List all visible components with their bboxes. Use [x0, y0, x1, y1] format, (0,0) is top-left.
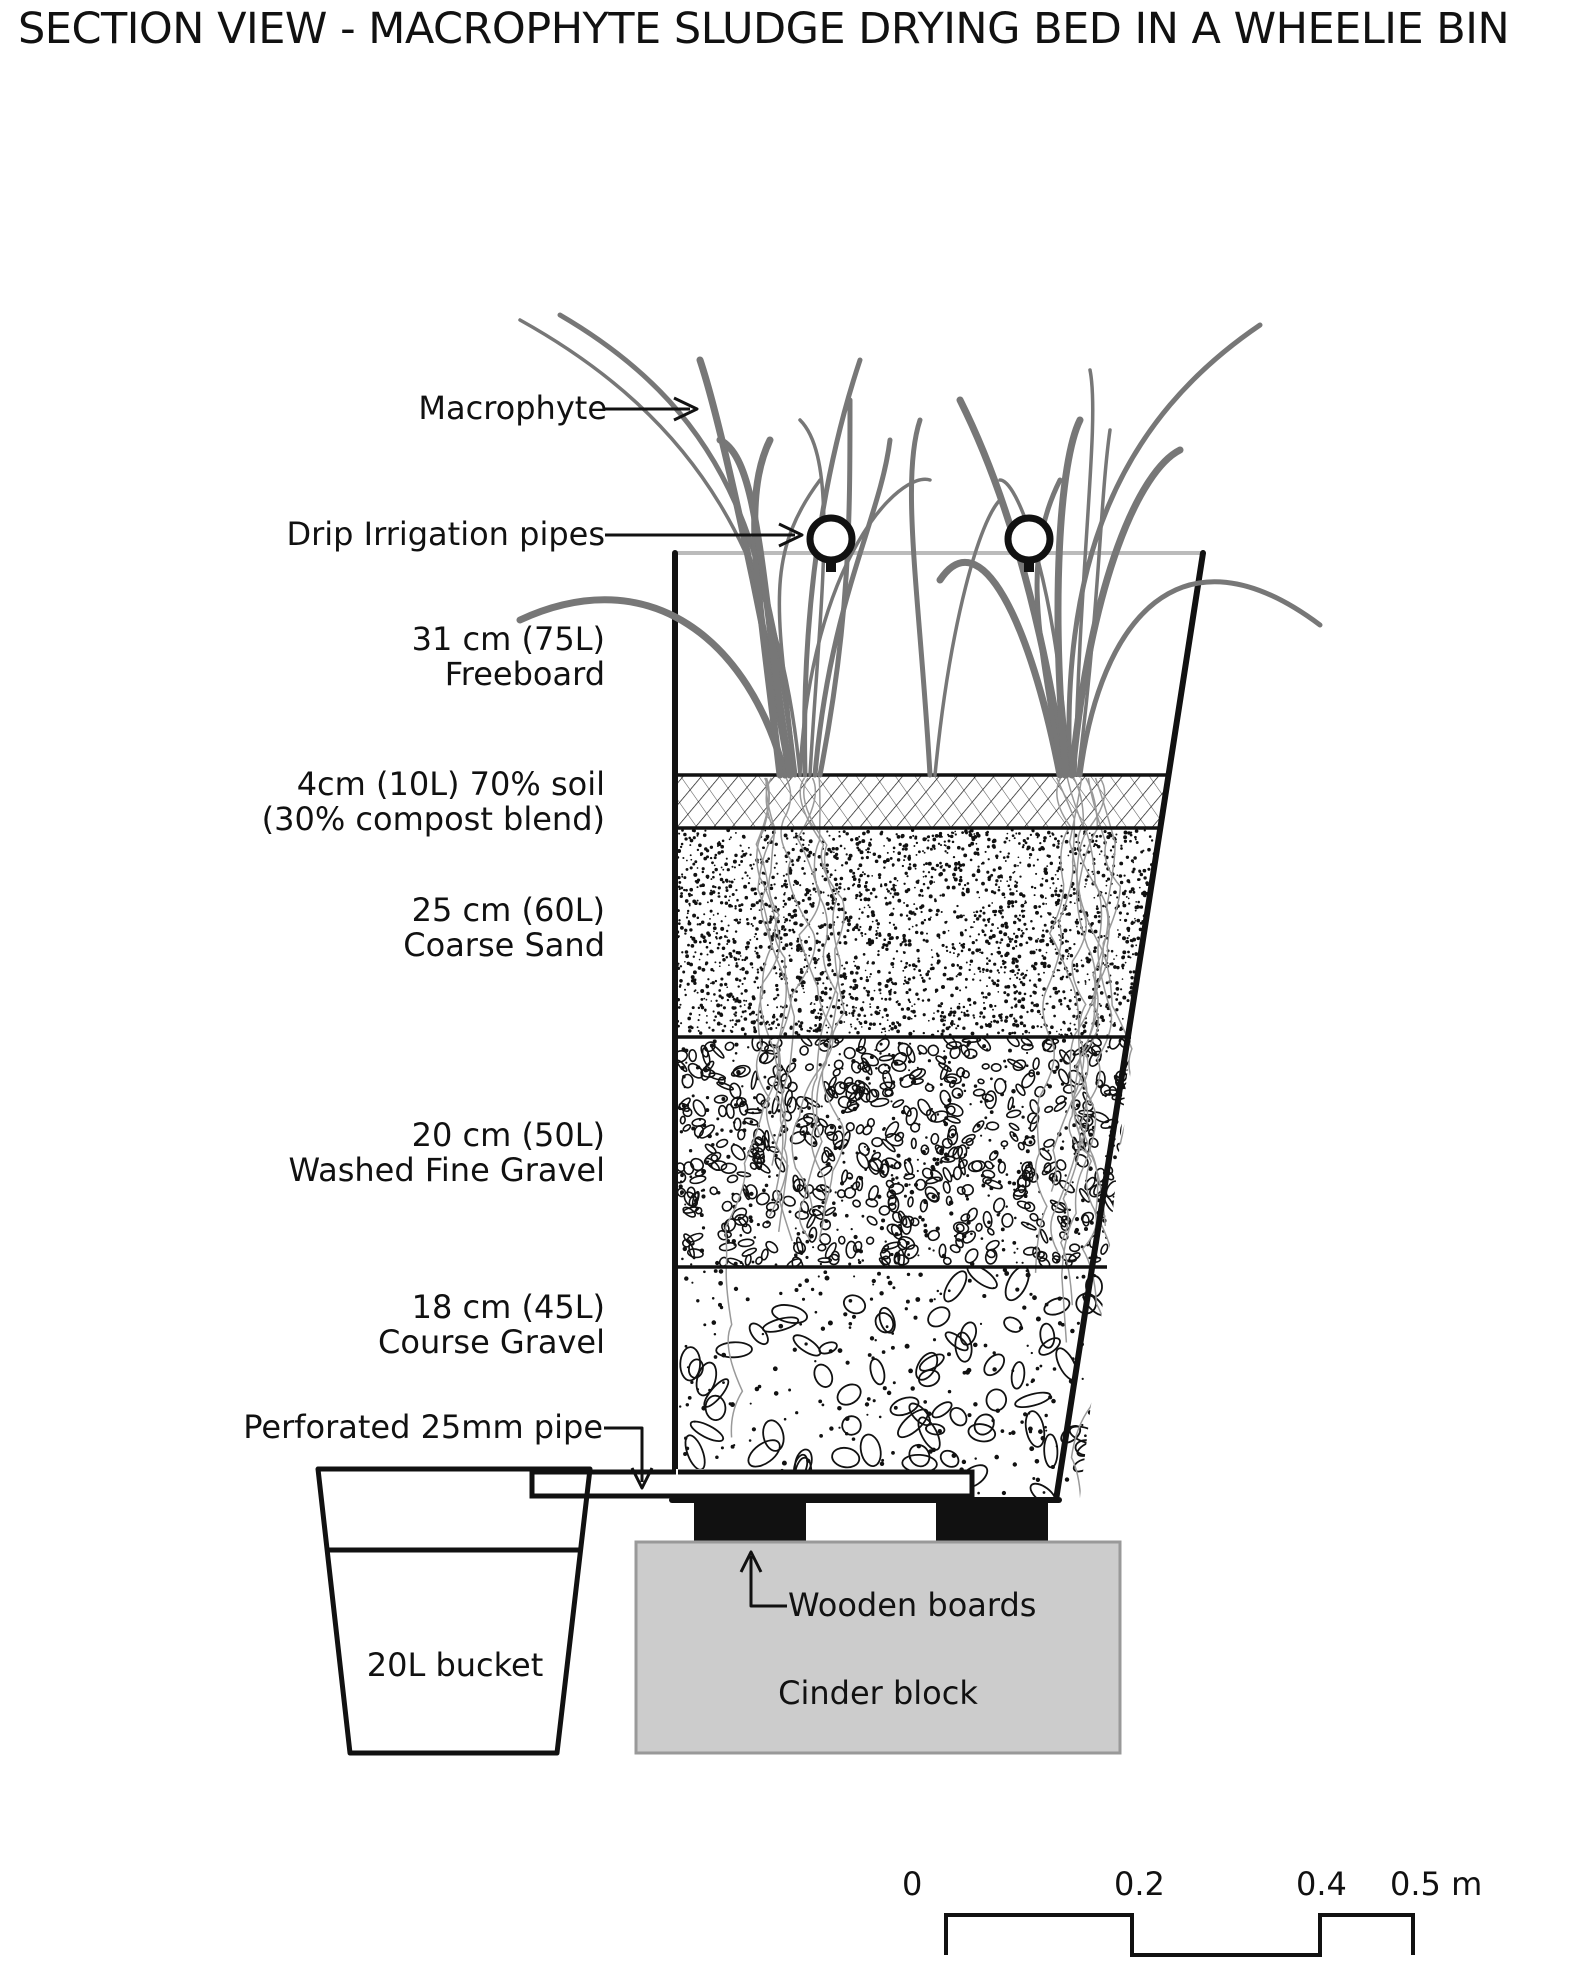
label-freeboard: 31 cm (75L) Freeboard: [412, 622, 605, 692]
scale-bar: [944, 1913, 1415, 1957]
label-course-gravel-depth: 18 cm (45L): [411, 1288, 605, 1326]
label-freeboard-name: Freeboard: [444, 655, 605, 693]
soil-layer: [677, 775, 1166, 828]
label-course-gravel: 18 cm (45L) Course Gravel: [378, 1290, 605, 1360]
page-title: SECTION VIEW - MACROPHYTE SLUDGE DRYING …: [18, 4, 1510, 54]
label-cinder-text: Cinder block: [778, 1674, 978, 1712]
label-freeboard-depth: 31 cm (75L): [411, 620, 605, 658]
label-drip-irrigation: Drip Irrigation pipes: [286, 517, 605, 552]
layer-boundaries: [675, 773, 1166, 1269]
leader-arrows: [604, 396, 804, 1608]
scale-tick-0-5: 0.5 m: [1390, 1865, 1483, 1903]
label-fine-gravel-name: Washed Fine Gravel: [288, 1151, 605, 1189]
label-fine-gravel-depth: 20 cm (50L): [411, 1116, 605, 1154]
label-course-gravel-name: Course Gravel: [378, 1323, 605, 1361]
course-gravel-layer: [679, 1267, 1107, 1498]
label-sand-depth: 25 cm (60L): [411, 891, 605, 929]
label-wooden-boards: Wooden boards: [788, 1588, 1036, 1623]
label-bucket-text: 20L bucket: [366, 1646, 544, 1684]
label-pipe-text: Perforated 25mm pipe: [243, 1408, 603, 1446]
label-fine-gravel: 20 cm (50L) Washed Fine Gravel: [288, 1118, 605, 1188]
scale-tick-0-4: 0.4: [1296, 1865, 1347, 1903]
fine-gravel-layer: [677, 1037, 1131, 1267]
label-sand-name: Coarse Sand: [403, 926, 605, 964]
scale-tick-0-2: 0.2: [1114, 1865, 1165, 1903]
perforated-pipe: [529, 1469, 975, 1499]
label-drip-text: Drip Irrigation pipes: [286, 515, 605, 553]
label-sand: 25 cm (60L) Coarse Sand: [403, 893, 605, 963]
label-boards-text: Wooden boards: [788, 1586, 1037, 1624]
label-macrophyte: Macrophyte: [418, 391, 607, 426]
macrophyte-plants: [516, 312, 1323, 779]
label-bucket: 20L bucket: [340, 1648, 570, 1683]
wooden-boards: [694, 1500, 1048, 1542]
scale-tick-0: 0: [902, 1865, 923, 1903]
bucket: [315, 1466, 593, 1756]
cinder-block: [634, 1540, 1122, 1755]
root-lines: [724, 777, 1140, 1498]
label-soil-name: (30% compost blend): [261, 800, 605, 838]
label-soil: 4cm (10L) 70% soil (30% compost blend): [262, 767, 605, 837]
label-perforated-pipe: Perforated 25mm pipe: [243, 1410, 603, 1445]
label-cinder-block: Cinder block: [636, 1676, 1120, 1711]
label-macrophyte-text: Macrophyte: [418, 389, 607, 427]
drip-irrigation-pipes: [806, 514, 1054, 572]
label-soil-depth: 4cm (10L) 70% soil: [296, 765, 605, 803]
